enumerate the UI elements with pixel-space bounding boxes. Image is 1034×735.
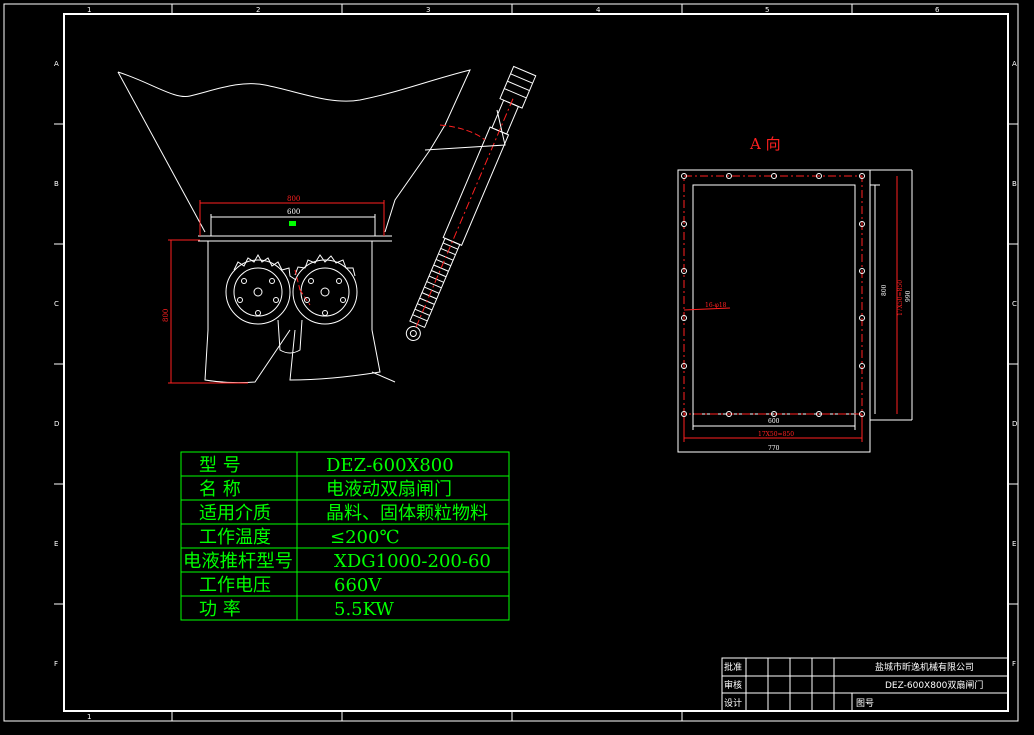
row-label-b: B [54, 180, 59, 188]
side-view [117, 65, 537, 384]
spec-value-name: 电液动双扇闸门 [326, 479, 452, 500]
right-gear-inner [300, 267, 350, 317]
row-label-a-right: A [1012, 60, 1017, 68]
spec-label-power: 功 率 [199, 599, 241, 620]
spec-label-voltage: 工作电压 [199, 575, 271, 596]
dim-label-overall-width: 770 [768, 445, 780, 452]
row-label-c: C [54, 300, 59, 308]
inner-border [63, 13, 1009, 712]
hole-note-leader [683, 307, 731, 311]
view-a-bolt-holes [681, 173, 865, 417]
gear-bolt-holes [237, 278, 346, 316]
right-gear [292, 259, 358, 325]
spec-value-model: DEZ-600X800 [326, 455, 454, 476]
actuator-bellows [409, 237, 461, 329]
side-view-dim-lines-white [210, 214, 376, 236]
row-label-e: E [54, 540, 58, 548]
bolt-circle-line [683, 175, 863, 415]
linkage-arm [371, 371, 396, 383]
spec-table [180, 451, 510, 621]
flange-outer [677, 169, 871, 453]
company-name: 盐城市昕逸机械有限公司 [875, 661, 974, 673]
hole-note: 16-φ18 [705, 302, 727, 309]
actuator-cylinder [442, 126, 510, 246]
col-label-3: 3 [426, 6, 430, 14]
bottom-col-label-1: 1 [87, 713, 91, 721]
title-block-text: 批准 审核 设计 盐城市昕逸机械有限公司 DEZ-600X800双扇闸门 图号 [724, 661, 983, 709]
row-label-f-right: F [1012, 660, 1016, 668]
right-gate-leaf [289, 329, 381, 381]
title-block-border [721, 657, 1009, 712]
actuator [405, 65, 537, 341]
row-label-c-right: C [1012, 300, 1017, 308]
spec-table-border [180, 451, 510, 621]
outer-border [3, 3, 1019, 722]
title-review-label: 审核 [724, 679, 742, 691]
col-label-5: 5 [765, 6, 769, 14]
flange-inner-opening [692, 184, 856, 415]
right-gear-teeth [294, 254, 356, 277]
spec-label-model: 型 号 [199, 455, 241, 476]
column-labels: 1 2 3 4 5 6 1 [87, 6, 940, 721]
spec-label-name: 名 称 [199, 479, 241, 500]
dim-label-top-inner: 600 [287, 208, 300, 216]
dim-label-bolt-height: 17X50=850 [897, 280, 904, 316]
actuator-bracket [424, 109, 506, 151]
row-label-d-right: D [1012, 420, 1017, 428]
view-a [677, 169, 913, 453]
spec-value-actuator: XDG1000-200-60 [334, 551, 491, 572]
spec-label-actuator: 电液推杆型号 [183, 551, 293, 572]
hopper-left-wall [117, 71, 206, 233]
spec-value-power: 5.5KW [334, 599, 394, 620]
drawing-frame [3, 3, 1019, 722]
spec-table-cells: 型 号 DEZ-600X800 名 称 电液动双扇闸门 适用介质 晶料、固体颗粒… [183, 455, 491, 620]
dim-label-inner-height: 800 [881, 284, 888, 296]
row-label-f: F [54, 660, 58, 668]
col-label-1: 1 [87, 6, 91, 14]
side-view-dimensions [168, 124, 486, 384]
row-label-d: D [54, 420, 59, 428]
left-gear [225, 259, 291, 325]
right-gear-hub [320, 287, 330, 297]
swing-arc [439, 124, 486, 141]
col-label-6: 6 [935, 6, 940, 14]
view-a-title: A 向 [749, 135, 781, 153]
left-gear-teeth [233, 253, 297, 281]
center-mark [289, 221, 296, 226]
row-labels: A B C D E F A B C D E F [54, 60, 1017, 668]
actuator-motor [499, 65, 537, 109]
left-gate-leaf [204, 329, 291, 384]
actuator-centerline [414, 98, 514, 330]
center-lip [277, 319, 303, 354]
row-label-b-right: B [1012, 180, 1017, 188]
dim-label-bolt-width: 17X50=850 [758, 431, 794, 438]
row-label-a: A [54, 60, 59, 68]
drawing-no-label: 图号 [856, 698, 874, 709]
dim-label-height: 800 [162, 309, 170, 322]
drawing-name: DEZ-600X800双扇闸门 [885, 679, 983, 691]
left-gear-inner [233, 267, 283, 317]
dim-label-inner-width: 600 [768, 418, 780, 425]
spec-value-medium: 晶料、固体颗粒物料 [326, 503, 488, 524]
spec-label-medium: 适用介质 [199, 503, 271, 524]
title-block [721, 657, 1009, 712]
spec-label-temperature: 工作温度 [199, 527, 271, 548]
actuator-pivot [405, 325, 421, 341]
dim-label-overall-height: 990 [905, 290, 912, 302]
col-label-2: 2 [256, 6, 260, 14]
title-approve-label: 批准 [724, 661, 742, 673]
dim-label-top-outer: 800 [287, 195, 300, 203]
row-label-e-right: E [1012, 540, 1016, 548]
spec-value-temperature: ≤200℃ [330, 527, 400, 548]
title-design-label: 设计 [724, 697, 742, 709]
col-label-4: 4 [596, 6, 601, 14]
left-gear-hub [253, 287, 263, 297]
hopper-outline [117, 69, 471, 233]
spec-value-voltage: 660V [334, 575, 382, 596]
